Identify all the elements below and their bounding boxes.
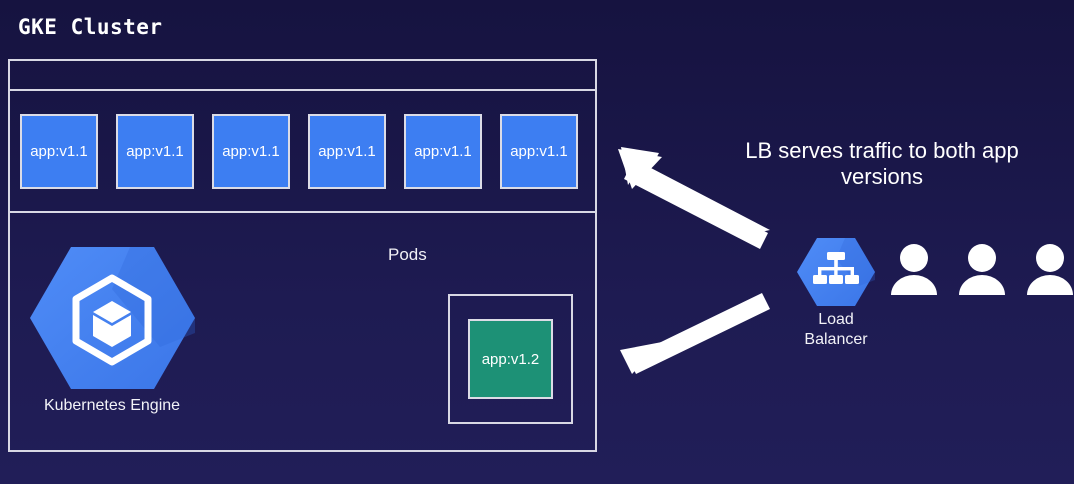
users-group: [886, 243, 1074, 295]
load-balancer-label: Load Balancer: [786, 310, 886, 349]
pod-box[interactable]: app:v1.1: [20, 114, 98, 189]
pod-label: app:v1.1: [222, 143, 280, 160]
cluster-header-divider: [10, 89, 595, 91]
pod-label: app:v1.1: [30, 143, 88, 160]
pod-box[interactable]: app:v1.1: [404, 114, 482, 189]
page-title: GKE Cluster: [18, 15, 163, 39]
pods-row: app:v1.1 app:v1.1 app:v1.1 app:v1.1 app:…: [20, 114, 578, 189]
new-version-pod-box[interactable]: app:v1.2: [468, 319, 553, 399]
pod-label: app:v1.1: [126, 143, 184, 160]
lb-note: LB serves traffic to both app versions: [704, 138, 1060, 190]
kubernetes-engine-label: Kubernetes Engine: [43, 397, 181, 414]
gke-cluster-boundary: app:v1.1 app:v1.1 app:v1.1 app:v1.1 app:…: [8, 59, 597, 452]
pod-label: app:v1.2: [481, 350, 540, 368]
pod-box[interactable]: app:v1.1: [212, 114, 290, 189]
kubernetes-engine-hexagon-icon: [29, 243, 195, 393]
new-version-pod-container: app:v1.2: [448, 294, 573, 424]
lb-note-line2: versions: [841, 163, 923, 189]
pod-label: app:v1.1: [318, 143, 376, 160]
kubernetes-engine-group: Kubernetes Engine: [22, 243, 202, 415]
pod-box[interactable]: app:v1.1: [500, 114, 578, 189]
load-balancer-group: Load Balancer: [786, 236, 886, 349]
pod-box[interactable]: app:v1.1: [308, 114, 386, 189]
load-balancer-label-line1: Load: [818, 311, 854, 328]
load-balancer-label-line2: Balancer: [804, 330, 868, 348]
arrow-down-left-icon: [620, 293, 770, 374]
user-avatar-icon: [1022, 243, 1074, 295]
pods-caption: Pods: [388, 245, 427, 264]
pod-label: app:v1.1: [510, 143, 568, 160]
user-avatar-icon: [886, 243, 942, 295]
load-balancer-hexagon-icon: [797, 236, 875, 308]
pods-row-divider: [10, 211, 595, 213]
pod-box[interactable]: app:v1.1: [116, 114, 194, 189]
pod-label: app:v1.1: [414, 143, 472, 160]
lb-note-line1: LB serves traffic to both app: [745, 138, 1019, 163]
user-avatar-icon: [954, 243, 1010, 295]
